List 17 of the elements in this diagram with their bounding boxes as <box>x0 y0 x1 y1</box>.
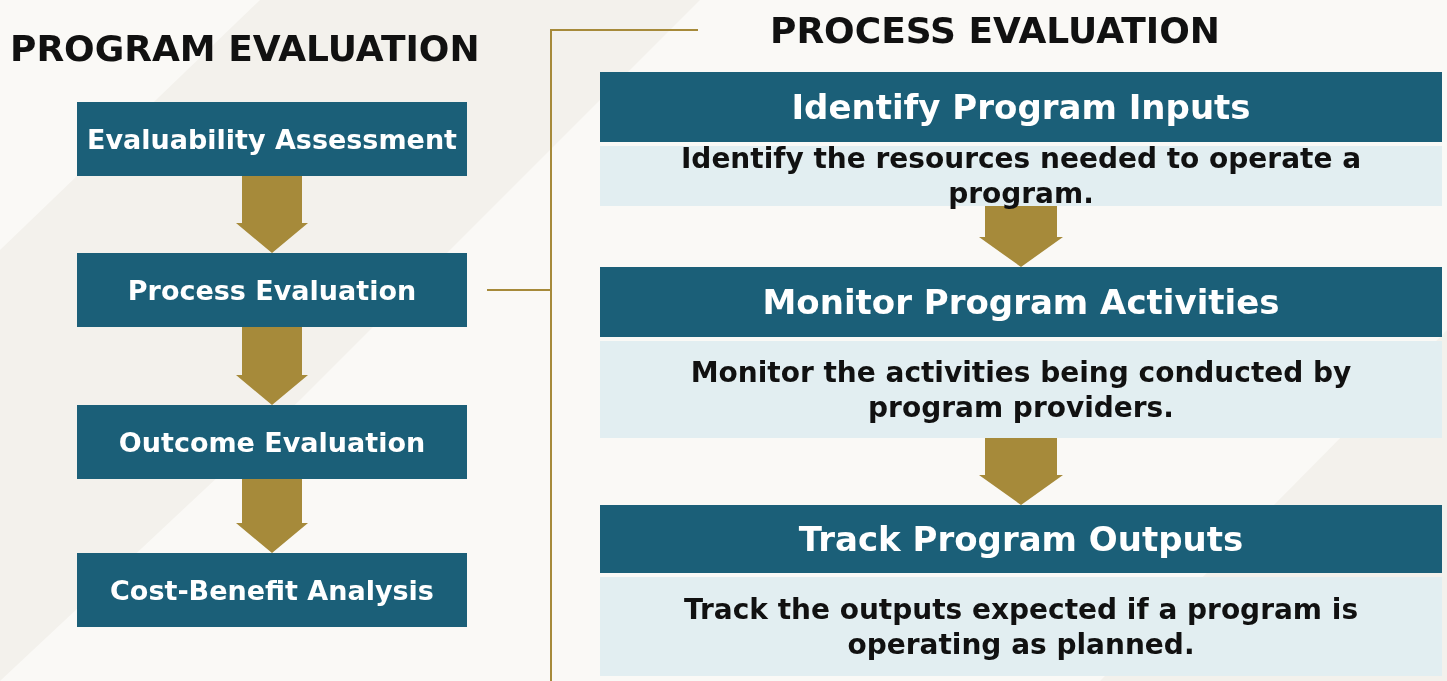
block-arrow <box>979 206 1063 267</box>
block-arrow <box>236 479 308 553</box>
process-box: Cost-Benefit Analysis <box>77 553 467 627</box>
step-header: Identify Program Inputs <box>600 72 1442 142</box>
section-heading: PROCESS EVALUATION <box>770 10 1220 51</box>
block-arrow <box>979 438 1063 505</box>
process-box: Evaluability Assessment <box>77 102 467 176</box>
connector-line <box>486 289 552 291</box>
step-header: Track Program Outputs <box>600 505 1442 573</box>
block-arrow <box>236 327 308 405</box>
process-box: Process Evaluation <box>77 253 467 327</box>
step-header: Monitor Program Activities <box>600 267 1442 337</box>
step-description: Track the outputs expected if a program is operating as planned. <box>600 577 1442 676</box>
process-box: Outcome Evaluation <box>77 405 467 479</box>
step-description: Monitor the activities being conducted by program providers. <box>600 341 1442 438</box>
block-arrow <box>236 176 308 253</box>
section-heading: PROGRAM EVALUATION <box>10 28 480 69</box>
